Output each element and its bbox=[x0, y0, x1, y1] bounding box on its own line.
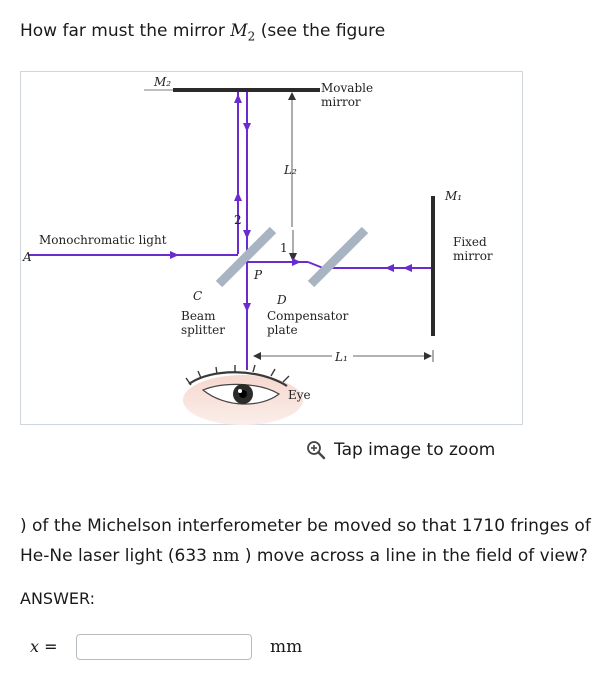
fixed-mirror bbox=[431, 196, 435, 336]
question-text-suffix: (see the figure bbox=[255, 21, 386, 41]
question-line-1: How far must the mirror M2 (see the figu… bbox=[20, 20, 385, 47]
interferometer-figure[interactable]: M₂ Movable mirror L₂ 2 1 Monochromatic l… bbox=[20, 71, 523, 425]
movable-label-1: Movable bbox=[321, 81, 373, 95]
zoom-text: Tap image to zoom bbox=[334, 440, 496, 460]
c-label: C bbox=[193, 289, 202, 303]
beam-label-2: splitter bbox=[181, 323, 225, 337]
l1-label: L₁ bbox=[334, 350, 348, 364]
movable-mirror bbox=[173, 88, 320, 92]
mirror-symbol: M2 bbox=[230, 21, 256, 44]
question-text: How far must the mirror bbox=[20, 21, 231, 41]
fixed-label-1: Fixed bbox=[453, 235, 487, 249]
tap-to-zoom[interactable]: Tap image to zoom bbox=[306, 439, 495, 461]
compensator-plate bbox=[307, 226, 369, 288]
question-line-3: He-Ne laser light (633 nm ) move across … bbox=[20, 546, 588, 566]
ray-2-label: 2 bbox=[234, 213, 242, 227]
d-label: D bbox=[276, 293, 287, 307]
answer-input[interactable] bbox=[76, 634, 252, 660]
answer-label: ANSWER: bbox=[20, 589, 96, 608]
zoom-in-icon bbox=[307, 441, 326, 460]
m2-label: M₂ bbox=[153, 75, 171, 89]
a-label: A bbox=[22, 250, 32, 264]
beam-label-1: Beam bbox=[181, 309, 216, 323]
wavelength-unit: nm bbox=[212, 546, 240, 566]
answer-variable: x = bbox=[30, 637, 58, 656]
l2-label: L₂ bbox=[283, 163, 297, 177]
eye-label: Eye bbox=[288, 388, 311, 402]
ray-1-label: 1 bbox=[280, 241, 288, 255]
beam-splitter bbox=[215, 226, 277, 288]
comp-label-2: plate bbox=[267, 323, 298, 337]
fixed-label-2: mirror bbox=[453, 249, 493, 263]
p-label: P bbox=[253, 268, 263, 282]
comp-label-1: Compensator bbox=[267, 309, 349, 323]
eye-icon bbox=[183, 364, 303, 425]
answer-unit: mm bbox=[270, 637, 303, 657]
movable-label-2: mirror bbox=[321, 95, 361, 109]
question-line-2: ) of the Michelson interferometer be mov… bbox=[20, 516, 591, 536]
interferometer-diagram: M₂ Movable mirror L₂ 2 1 Monochromatic l… bbox=[22, 75, 493, 425]
mono-light-label: Monochromatic light bbox=[39, 233, 167, 247]
m1-label: M₁ bbox=[444, 189, 462, 203]
